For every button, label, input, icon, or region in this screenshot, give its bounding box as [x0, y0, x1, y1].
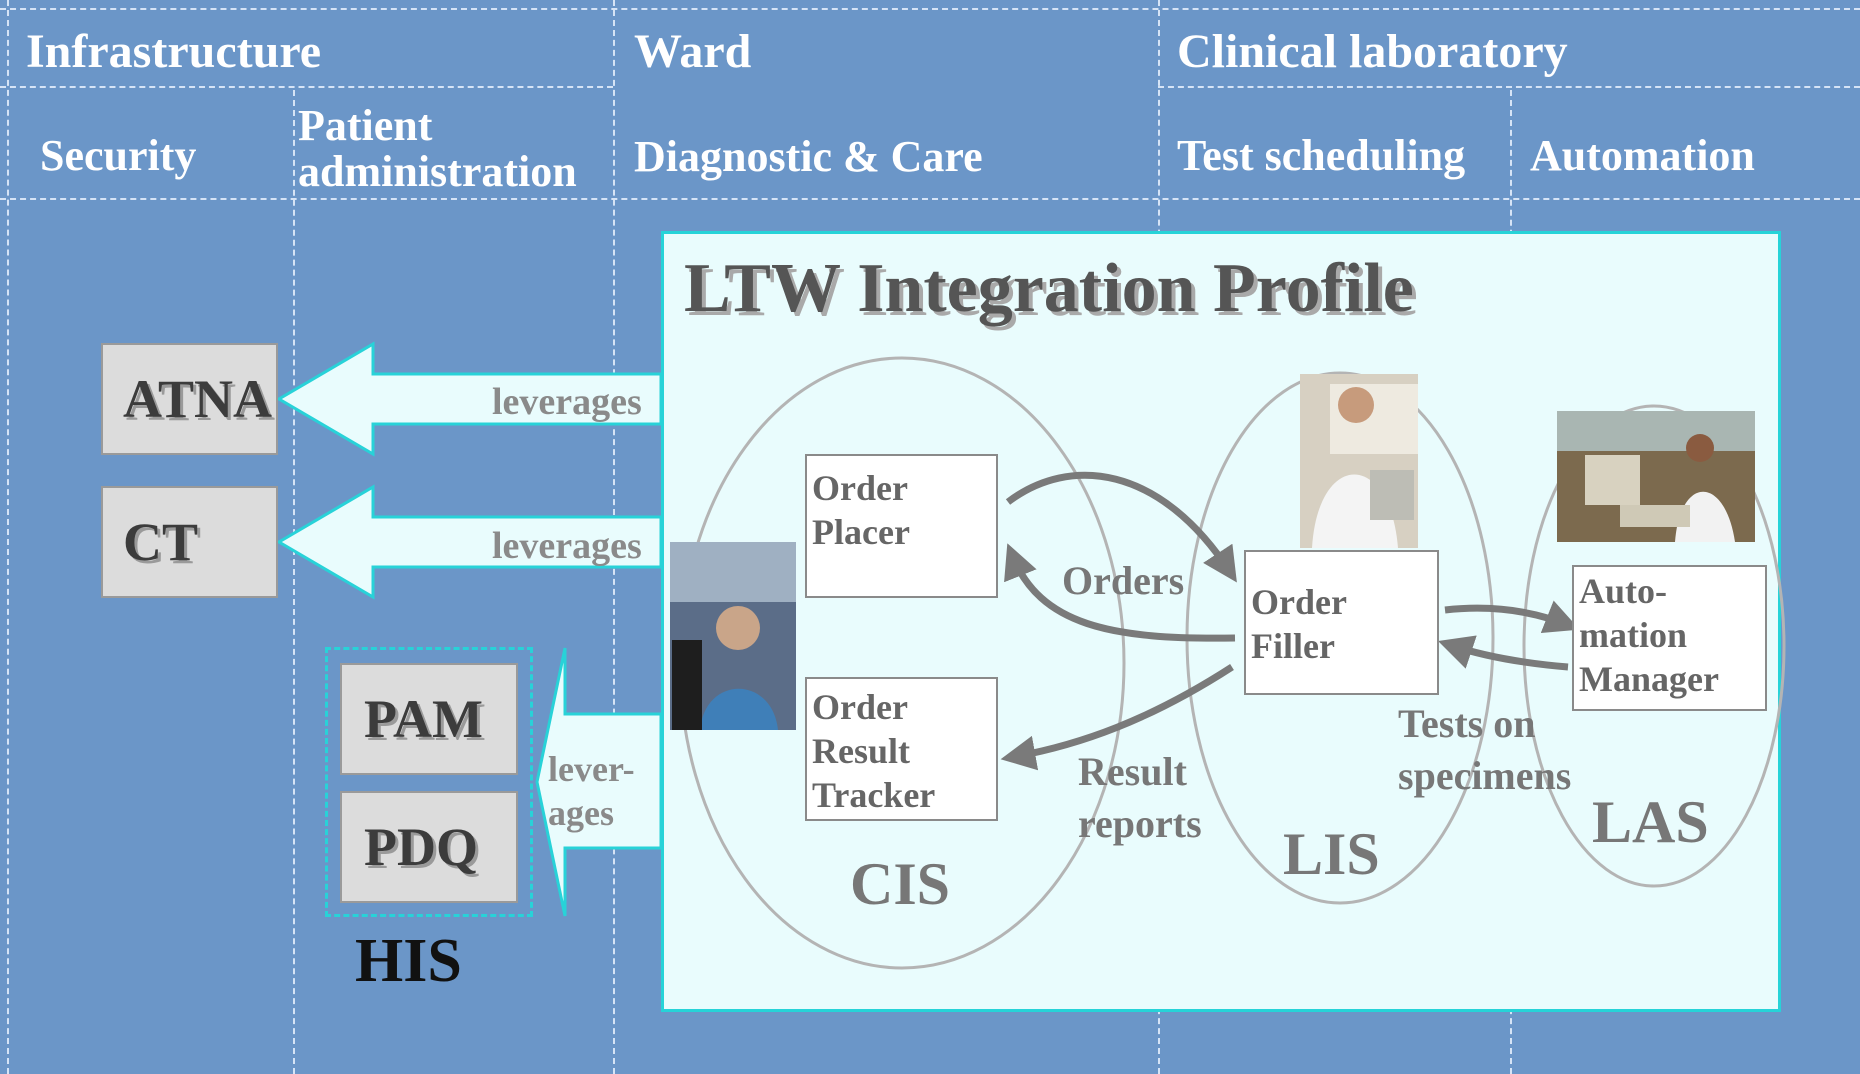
order-filler-actor: Order Filler	[1244, 550, 1439, 695]
subheader-security: Security	[40, 131, 197, 180]
profile-title: LTW Integration Profile	[684, 250, 1414, 327]
pdq-label: PDQ	[364, 817, 478, 877]
atna-box: ATNA	[101, 343, 278, 455]
results-arrow	[1000, 664, 1234, 771]
lis-label: LIS	[1283, 821, 1380, 887]
column-divider	[7, 0, 9, 1074]
las-ellipse	[1522, 404, 1786, 888]
pdq-box: PDQ	[340, 791, 518, 903]
order-result-tracker-line2: Result	[812, 731, 910, 771]
photo-lab-technician	[1300, 374, 1418, 548]
row-divider	[0, 8, 1860, 10]
atna-label: ATNA	[123, 369, 273, 429]
order-result-tracker-line1: Order	[812, 687, 908, 727]
order-placer-line1: Order	[812, 468, 908, 508]
subheader-patient-administration-line2: administration	[298, 147, 577, 196]
leverages-label-ct: leverages	[492, 525, 642, 567]
order-filler-line2: Filler	[1251, 626, 1335, 666]
pam-label: PAM	[364, 689, 483, 749]
column-divider	[293, 90, 295, 1074]
leverages-arrow-ct	[276, 484, 663, 600]
header-ward: Ward	[634, 25, 752, 78]
row-divider	[0, 86, 613, 88]
subheader-test-scheduling: Test scheduling	[1177, 131, 1466, 180]
automation-manager-line3: Manager	[1579, 659, 1719, 699]
orders-label: Orders	[1062, 558, 1185, 603]
leverages-label-his-line1: lever-	[548, 749, 635, 789]
orders-arrow-to-placer	[1004, 543, 1236, 642]
leverages-arrow-atna	[276, 341, 663, 457]
photo-lab-automation	[1557, 411, 1755, 542]
his-group	[325, 647, 533, 917]
subheader-automation: Automation	[1530, 131, 1755, 180]
automation-manager-line1: Auto-	[1579, 571, 1667, 611]
automation-manager-line2: mation	[1579, 615, 1687, 655]
his-label: HIS	[355, 927, 462, 995]
cis-label: CIS	[850, 851, 951, 917]
order-filler-line1: Order	[1251, 582, 1347, 622]
result-reports-line1: Result	[1078, 749, 1187, 794]
order-result-tracker-actor: Order Result Tracker	[805, 677, 998, 821]
pam-box: PAM	[340, 663, 518, 775]
orders-arrow-to-filler	[1005, 471, 1237, 583]
order-placer-line2: Placer	[812, 512, 910, 552]
las-label: LAS	[1592, 789, 1709, 855]
subheader-patient-administration-line1: Patient	[298, 101, 433, 150]
subheader-diagnostic-care: Diagnostic & Care	[634, 132, 983, 181]
tests-arrow-to-filler	[1438, 635, 1569, 671]
automation-manager-actor: Auto- mation Manager	[1572, 565, 1767, 711]
order-result-tracker-line3: Tracker	[812, 775, 936, 815]
ct-box: CT	[101, 486, 278, 598]
order-placer-actor: Order Placer	[805, 454, 998, 598]
leverages-arrow-his	[535, 647, 663, 917]
tests-on-specimens-line1: Tests on	[1398, 701, 1536, 746]
ct-label: CT	[123, 512, 199, 572]
leverages-label-his-line2: ages	[548, 793, 614, 833]
photo-clinician	[670, 542, 796, 730]
tests-arrow-to-automation	[1444, 600, 1580, 634]
header-clinical-laboratory: Clinical laboratory	[1177, 25, 1568, 78]
row-divider	[0, 198, 1860, 200]
header-infrastructure: Infrastructure	[26, 25, 322, 78]
tests-on-specimens-line2: specimens	[1398, 753, 1572, 798]
row-divider	[1158, 86, 1860, 88]
result-reports-line2: reports	[1078, 801, 1202, 846]
leverages-label-atna: leverages	[492, 381, 642, 423]
